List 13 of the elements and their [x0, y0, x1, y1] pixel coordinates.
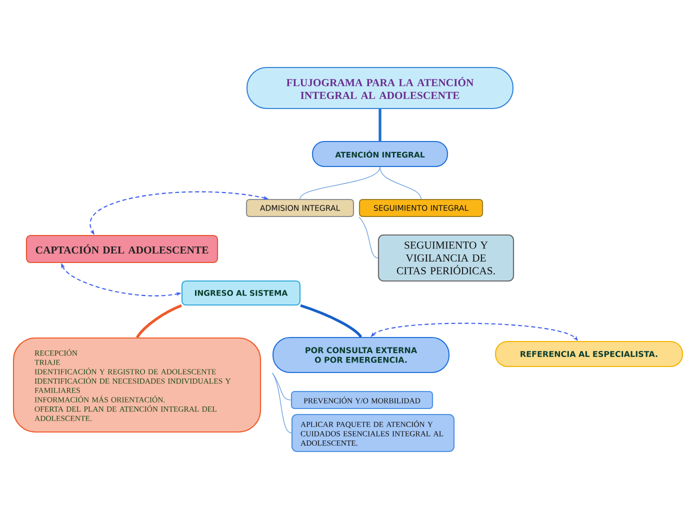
connector-line: [358, 216, 378, 258]
connector-line: [136, 304, 182, 338]
connector-line: [300, 166, 380, 200]
process-box: REFERENCIA AL ESPECIALISTA.: [494, 340, 684, 368]
connector-line: [272, 372, 292, 400]
connector-line: [378, 109, 382, 141]
connector-line: [380, 166, 422, 200]
process-box: POR CONSULTA EXTERNA O POR EMERGENCIA.: [272, 336, 450, 374]
connector-line: [272, 372, 292, 434]
process-box: CAPTACIÓN DEL ADOLESCENTE: [26, 234, 218, 264]
note-box: SEGUIMIENTO Y VIGILANCIA DE CITAS PERIÓDICAS.: [378, 234, 514, 282]
title-box: FLUJOGRAMA PARA LA ATENCIÓN INTEGRAL AL ADOLESCENTE: [246, 66, 514, 110]
connector-line: [300, 304, 362, 338]
